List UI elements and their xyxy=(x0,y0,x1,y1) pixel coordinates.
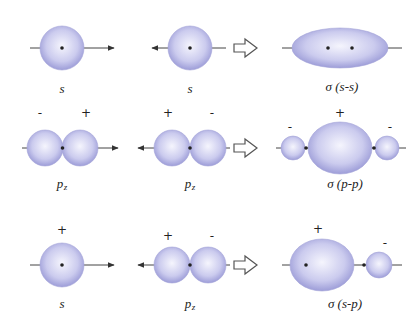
phase-sign: + xyxy=(313,223,323,235)
nucleus-dot xyxy=(188,46,192,50)
p-lobe xyxy=(62,130,98,166)
orbital-name: s xyxy=(59,82,64,95)
phase-sign: - xyxy=(210,230,214,242)
subscript: z xyxy=(64,183,68,192)
orbital-name: p xyxy=(57,177,64,190)
nucleus-dot xyxy=(304,146,308,150)
orbital-name: s xyxy=(187,82,192,95)
p-lobe xyxy=(190,130,226,166)
phase-sign: - xyxy=(210,107,214,119)
s-orbital xyxy=(168,26,212,70)
nucleus-dot xyxy=(188,263,192,267)
nucleus-dot xyxy=(188,146,192,150)
nucleus-dot xyxy=(61,146,65,150)
p-lobe xyxy=(154,130,190,166)
phase-sign: + xyxy=(81,107,91,119)
phase-sign: + xyxy=(163,107,173,119)
nucleus-dot xyxy=(304,263,308,267)
axis-lines xyxy=(22,48,406,265)
hollow-arrow xyxy=(234,139,257,157)
nucleus-dot xyxy=(60,263,64,267)
nucleus-dot xyxy=(350,46,354,50)
hollow-arrow xyxy=(234,39,257,57)
orbital-name: p xyxy=(185,177,192,190)
phase-sign: + xyxy=(335,107,345,119)
bond-name: σ (s-s) xyxy=(326,80,359,93)
phase-sign: + xyxy=(57,224,67,236)
bond-name: σ (s-p) xyxy=(328,297,362,310)
sigma-orbital xyxy=(292,28,388,68)
orbital-lobes xyxy=(27,26,399,291)
sigma-lobe xyxy=(366,252,392,278)
nucleus-dot xyxy=(372,146,376,150)
orbital-name: s xyxy=(59,297,64,310)
p-lobe xyxy=(154,247,190,283)
p-lobe xyxy=(27,130,63,166)
subscript: z xyxy=(192,303,196,312)
nucleus-dots xyxy=(60,46,376,267)
result-arrows xyxy=(234,39,257,274)
s-orbital xyxy=(40,243,84,287)
phase-sign: - xyxy=(388,121,392,133)
phase-sign: - xyxy=(383,237,387,249)
phase-sign: - xyxy=(38,107,42,119)
hollow-arrow xyxy=(234,256,257,274)
bond-name: σ (p-p) xyxy=(327,177,363,190)
sigma-lobe xyxy=(290,239,354,291)
nucleus-dot xyxy=(326,46,330,50)
phase-sign: + xyxy=(163,230,173,242)
subscript: z xyxy=(192,183,196,192)
sigma-lobe xyxy=(308,122,372,174)
orbital-name: p xyxy=(185,297,192,310)
nucleus-dot xyxy=(60,46,64,50)
phase-sign: - xyxy=(288,121,292,133)
nucleus-dot xyxy=(362,263,366,267)
p-lobe xyxy=(190,247,226,283)
sigma-lobe xyxy=(281,136,305,160)
s-orbital xyxy=(40,26,84,70)
sigma-lobe xyxy=(375,136,399,160)
